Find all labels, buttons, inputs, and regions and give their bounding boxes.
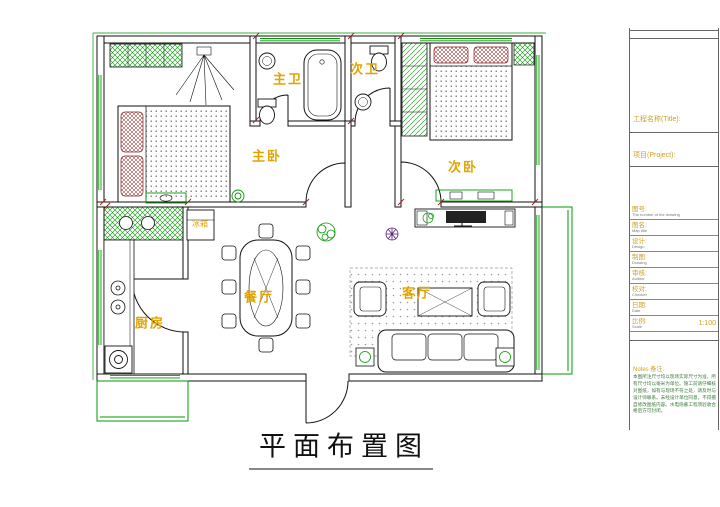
stool [231, 189, 245, 203]
titleblock-project-name-label: 工程名称(Title): [633, 116, 681, 123]
titleblock-field-drawing-number: 图号: The number of the drawing [630, 204, 718, 220]
dining-chairs [221, 223, 311, 353]
titleblock-rule [630, 30, 718, 31]
room-label-second-bedroom: 次卧 [447, 159, 479, 175]
room-label-fridge: 冰箱 [192, 219, 208, 229]
coffee-table [417, 287, 473, 317]
balcony-right [542, 206, 573, 375]
titleblock-field-design: 设计: Design [630, 236, 718, 252]
dining-table [239, 239, 293, 337]
dresser-second [435, 189, 513, 202]
titleblock-rule [630, 340, 718, 341]
kitchen-counter-top [103, 206, 184, 241]
armchair-right [477, 281, 511, 317]
titleblock-field-checker: 校对: Checker [630, 284, 718, 300]
dresser-master [145, 192, 187, 204]
titleblock-rule [630, 38, 718, 39]
exterior-offset-lines [92, 32, 546, 380]
toilet-master [257, 98, 277, 125]
plant-living [385, 227, 399, 241]
second-bed [429, 42, 513, 141]
titleblock-fields: 图号: The number of the drawing 图名: Map ti… [630, 204, 718, 332]
scale-value: 1:100 [698, 320, 716, 327]
room-label-master-bath: 主卫 [272, 71, 304, 87]
room-label-kitchen: 厨房 [134, 315, 166, 331]
room-label-master-bedroom: 主卧 [251, 148, 283, 164]
sofa [377, 329, 515, 373]
side-table-right [495, 347, 515, 367]
tv [446, 211, 486, 227]
room-label-dining-room: 餐厅 [243, 289, 275, 305]
fridge [186, 209, 215, 241]
nightstand-second [513, 42, 535, 66]
notes-text: 本图所注尺寸均以现场实际尺寸为准，所有尺寸均以毫米为单位。施工前请仔细核对图纸，… [633, 374, 716, 414]
drawing-title: 平面布置图 [249, 425, 433, 470]
red-ticks [99, 32, 539, 210]
titleblock-field-auditor: 审核: Auditor [630, 268, 718, 284]
basin-second [354, 93, 372, 111]
titleblock-field-map-title: 图名: Map title [630, 220, 718, 236]
titleblock-rule [630, 166, 718, 167]
titleblock-field-scale: 比例: Scale 1:100 [630, 316, 718, 332]
titleblock-project-label: 项目(Project): [633, 152, 676, 159]
service-balcony [96, 380, 189, 422]
plant-dining [316, 222, 336, 242]
plant-tv [422, 212, 434, 224]
titleblock-rule [630, 132, 718, 133]
armchair-left [353, 281, 387, 317]
titleblock-field-date: 日期: Date [630, 300, 718, 316]
notes-label: Notes 备注: [633, 367, 665, 373]
ceiling-light [175, 46, 235, 106]
windows [98, 38, 540, 379]
master-bed [117, 105, 231, 203]
toilet-second [369, 45, 389, 72]
bathtub [303, 49, 342, 121]
wardrobe-second [401, 42, 428, 137]
side-table-left [355, 347, 375, 367]
wardrobe-master [109, 43, 183, 68]
title-block: 工程名称(Title): 项目(Project): 图号: The number… [629, 28, 719, 430]
kitchen-sink [110, 280, 126, 315]
titleblock-field-drawn-by: 制图: Drawing [630, 252, 718, 268]
room-label-living-room: 客厅 [401, 285, 433, 301]
washing-machine [104, 345, 133, 374]
room-label-second-bath: 次卫 [349, 61, 381, 77]
basin-master [258, 52, 276, 70]
